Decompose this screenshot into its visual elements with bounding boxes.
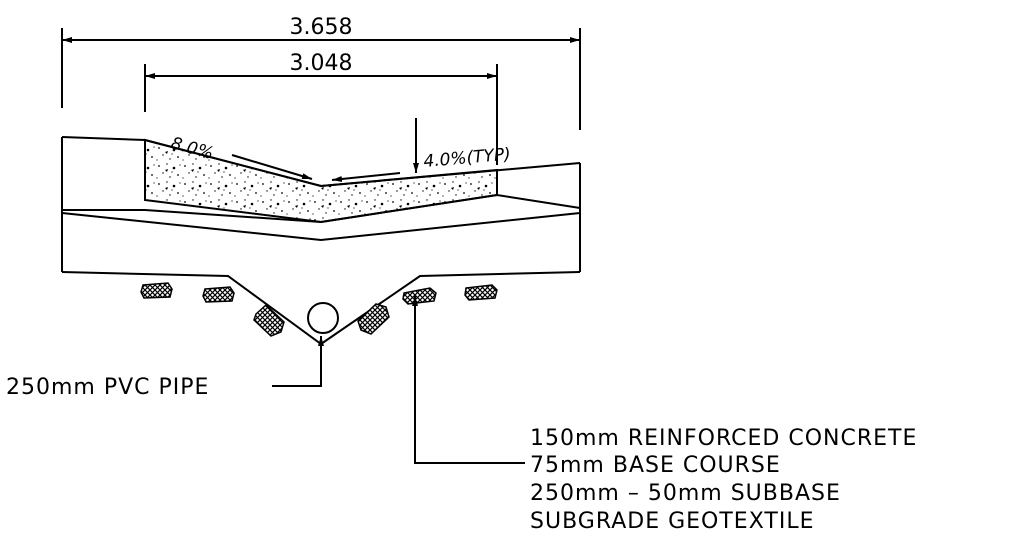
- pipe-leader: [272, 336, 324, 387]
- layer-label-4: SUBGRADE GEOTEXTILE: [530, 509, 814, 534]
- left-slope-arrow: [231, 154, 313, 180]
- layer-label-3: 250mm – 50mm SUBBASE: [530, 481, 841, 506]
- hatch-3: [253, 303, 285, 337]
- hatch-2: [202, 286, 235, 303]
- layer-callout: 150mm REINFORCED CONCRETE 75mm BASE COUR…: [412, 296, 917, 534]
- pavement-top-surface: [61, 136, 581, 188]
- hatch-4: [357, 303, 390, 335]
- hatch-6: [464, 284, 498, 301]
- layer-label-1: 150mm REINFORCED CONCRETE: [530, 426, 917, 451]
- overall-width-label: 3.658: [290, 15, 353, 40]
- layer-leader: [412, 296, 525, 464]
- hatch-1: [140, 282, 173, 299]
- right-slope-arrow: [331, 172, 401, 182]
- geotextile-hatches: [140, 282, 498, 337]
- overall-dimension: 3.658: [61, 15, 581, 130]
- pipe-label: 250mm PVC PIPE: [6, 375, 209, 400]
- subbase-top: [61, 212, 581, 242]
- right-slope-label: 4.0%(TYP): [423, 144, 512, 172]
- hatch-5: [402, 287, 437, 305]
- pipe-callout: 250mm PVC PIPE: [6, 336, 324, 400]
- inner-dimension: 3.048: [144, 51, 498, 165]
- base-course-top: [62, 193, 581, 224]
- inner-width-label: 3.048: [290, 51, 353, 76]
- pvc-pipe: [307, 302, 339, 334]
- layer-label-2: 75mm BASE COURSE: [530, 453, 781, 478]
